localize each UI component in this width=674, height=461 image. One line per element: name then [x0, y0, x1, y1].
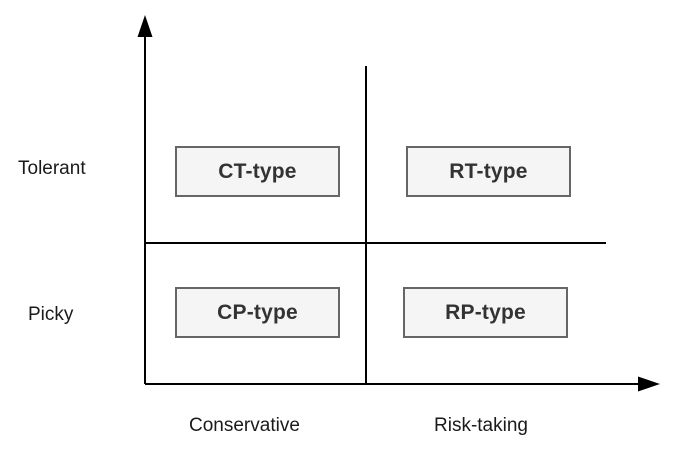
quadrant-box-label: RP-type [445, 300, 526, 324]
quadrant-box-label: CT-type [218, 159, 297, 183]
x-axis-label-high: Risk-taking [434, 415, 528, 436]
x-axis-label-low: Conservative [189, 415, 300, 436]
quadrant-box-label: CP-type [217, 300, 298, 324]
quadrant-box-cp-type: CP-type [175, 287, 340, 338]
quadrant-box-rt-type: RT-type [406, 146, 571, 197]
quadrant-box-ct-type: CT-type [175, 146, 340, 197]
x-axis-arrowhead-icon [638, 376, 660, 392]
quadrant-box-rp-type: RP-type [403, 287, 568, 338]
quadrant-box-label: RT-type [449, 159, 528, 183]
y-axis-arrowhead-icon [137, 15, 153, 37]
y-axis-label-high: Tolerant [18, 158, 86, 179]
y-axis-label-low: Picky [28, 304, 74, 325]
